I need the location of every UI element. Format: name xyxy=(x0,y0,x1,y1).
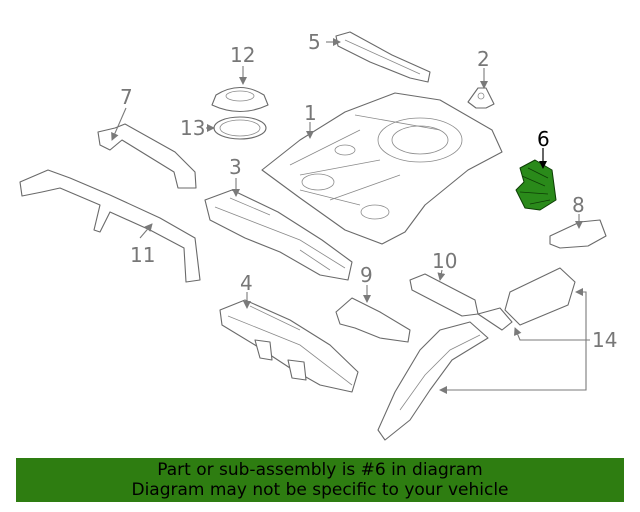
callout-4: 4 xyxy=(240,271,253,295)
callout-10: 10 xyxy=(432,249,457,273)
part-5-cross-member xyxy=(335,31,431,83)
part-7-brace xyxy=(97,123,197,189)
callout-5: 5 xyxy=(308,30,321,54)
callout-13: 13 xyxy=(180,116,205,140)
callout-7: 7 xyxy=(120,85,133,109)
part-11-frame xyxy=(19,169,201,283)
info-banner: Part or sub-assembly is #6 in diagram Di… xyxy=(16,458,624,502)
callout-8: 8 xyxy=(572,193,585,217)
callout-2: 2 xyxy=(477,47,490,71)
part-9-member xyxy=(335,297,411,343)
parts-diagram: 1 2 3 4 5 6 7 8 9 10 11 12 13 14 xyxy=(19,30,617,441)
part-12-cap xyxy=(211,86,269,113)
part-14-rear-extension-assembly xyxy=(377,267,576,441)
part-8-bracket xyxy=(549,219,607,249)
callout-12: 12 xyxy=(230,43,255,67)
callout-11: 11 xyxy=(130,243,155,267)
callout-1: 1 xyxy=(304,101,317,125)
callout-14: 14 xyxy=(592,328,617,352)
part-3-side-member xyxy=(204,189,353,281)
callout-6: 6 xyxy=(537,127,550,151)
banner-line-disclaimer: Diagram may not be specific to your vehi… xyxy=(131,480,509,500)
callout-3: 3 xyxy=(229,155,242,179)
callout-9: 9 xyxy=(360,263,373,287)
part-10-reinforcement xyxy=(409,273,479,317)
part-6-highlighted-bracket xyxy=(515,159,557,211)
part-1-rear-floor-panel xyxy=(261,92,503,245)
part-4-rear-side-member xyxy=(219,299,359,393)
part-13-ring xyxy=(213,116,267,140)
banner-line-part-number: Part or sub-assembly is #6 in diagram xyxy=(157,460,483,480)
part-2-bracket xyxy=(467,87,495,109)
